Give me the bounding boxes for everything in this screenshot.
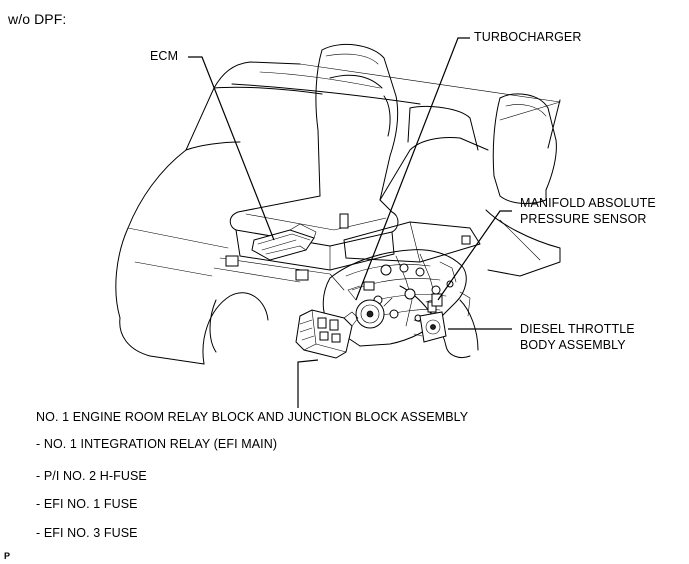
turbocharger-part <box>347 285 393 329</box>
relay-block-part <box>295 309 359 359</box>
component-item: - P/I NO. 2 H-FUSE <box>36 469 147 483</box>
ecm-leader <box>188 56 275 241</box>
component-item: - EFI NO. 1 FUSE <box>36 497 138 511</box>
ecm-unit <box>251 223 317 261</box>
map-sensor-label-line1: MANIFOLD ABSOLUTE <box>520 196 656 210</box>
turbocharger-leader <box>355 37 470 301</box>
throttle-body-part <box>413 311 447 343</box>
footer-mark: P <box>4 551 11 561</box>
variant-title: w/o DPF: <box>8 11 67 27</box>
map-sensor-label-line2: PRESSURE SENSOR <box>520 212 647 226</box>
driver-seat <box>229 44 399 271</box>
vehicle-body-outline <box>115 61 561 365</box>
relay-block-leader <box>297 359 319 408</box>
floor-lines <box>213 255 479 359</box>
component-item: - NO. 1 INTEGRATION RELAY (EFI MAIN) <box>36 437 278 451</box>
relay-block-label: NO. 1 ENGINE ROOM RELAY BLOCK AND JUNCTI… <box>36 410 469 424</box>
center-console <box>343 105 489 263</box>
turbocharger-label: TURBOCHARGER <box>474 30 582 44</box>
throttle-label-line1: DIESEL THROTTLE <box>520 322 635 336</box>
throttle-label-line2: BODY ASSEMBLY <box>520 338 626 352</box>
passenger-seat <box>485 93 561 277</box>
ecm-label: ECM <box>150 49 179 63</box>
map-sensor-part <box>425 293 443 307</box>
leader-lines <box>188 37 512 408</box>
component-item: - EFI NO. 3 FUSE <box>36 526 138 540</box>
map-sensor-leader <box>437 210 512 301</box>
